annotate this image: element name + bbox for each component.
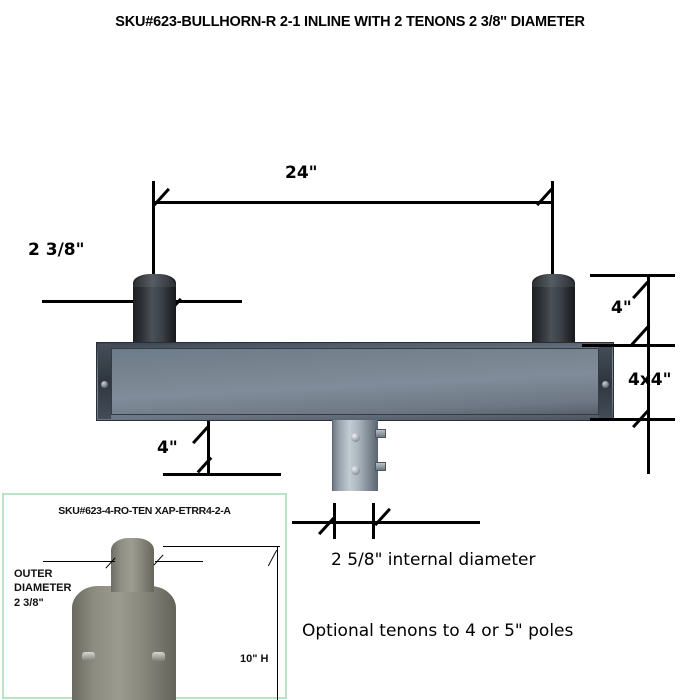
beam-end-cap-right xyxy=(599,344,612,419)
inset-outer-diameter-line2: DIAMETER xyxy=(14,582,72,594)
bullhorn-beam xyxy=(96,342,614,421)
beam-front-face xyxy=(111,348,599,415)
tenon-diameter-leader-right xyxy=(176,300,242,303)
witness-top-of-tenon xyxy=(590,274,675,277)
inset-height-dimension-line xyxy=(277,546,278,700)
inset-outer-diameter-line3: 2 3/8" xyxy=(14,597,44,609)
inset-pole-body xyxy=(72,586,176,700)
tenon-right xyxy=(532,274,575,346)
tenon-height-dimension-line xyxy=(647,274,650,349)
mounting-collar xyxy=(332,420,386,491)
collar-side-bolt-upper xyxy=(375,429,386,438)
inset-height-label: 10" H xyxy=(240,653,269,665)
beam-section-label: 4x4" xyxy=(628,370,672,390)
beam-end-cap-left xyxy=(98,344,111,419)
beam-bolt-left xyxy=(101,381,108,388)
collar-witness-right xyxy=(372,503,375,539)
span-dimension-line xyxy=(152,201,552,204)
span-dimension-label: 24" xyxy=(285,163,318,183)
collar-diameter-line xyxy=(292,521,480,524)
drop-dimension-line xyxy=(207,421,210,475)
drop-dimension-baseline xyxy=(163,473,281,476)
tenon-right-top xyxy=(532,274,575,287)
collar-witness-left xyxy=(333,503,336,539)
inset-outer-diameter-line1: OUTER xyxy=(14,568,53,580)
inset-od-leader-right xyxy=(155,561,203,562)
beam-section-dimension-line xyxy=(647,344,650,474)
inset-od-leader-left xyxy=(43,561,115,562)
drop-dimension-label: 4" xyxy=(157,438,178,458)
inset-height-witness-top xyxy=(163,546,280,547)
witness-bottom-of-beam xyxy=(590,418,675,421)
witness-top-of-beam xyxy=(582,344,675,347)
tenon-diameter-label: 2 3/8" xyxy=(28,240,85,260)
page-title: SKU#623-BULLHORN-R 2-1 INLINE WITH 2 TEN… xyxy=(115,14,585,30)
collar-side-bolt-lower xyxy=(375,462,386,471)
inset-title: SKU#623-4-RO-TEN XAP-ETRR4-2-A xyxy=(58,505,231,517)
optional-tenons-note: Optional tenons to 4 or 5" poles xyxy=(302,621,574,641)
tenon-left-top xyxy=(133,274,176,287)
tenon-height-label: 4" xyxy=(611,298,632,318)
beam-bolt-right xyxy=(602,381,609,388)
inset-bolt-left xyxy=(82,652,95,661)
collar-bolt-upper xyxy=(351,433,360,442)
tenon-left xyxy=(133,274,176,346)
collar-bolt-lower xyxy=(351,466,360,475)
span-witness-left xyxy=(152,181,155,276)
span-witness-right xyxy=(551,181,554,276)
inset-pole-tenon xyxy=(111,538,154,592)
inset-bolt-right xyxy=(152,652,165,661)
collar-internal-diameter-label: 2 5/8" internal diameter xyxy=(331,550,536,570)
tenon-diameter-leader-left xyxy=(42,300,152,303)
